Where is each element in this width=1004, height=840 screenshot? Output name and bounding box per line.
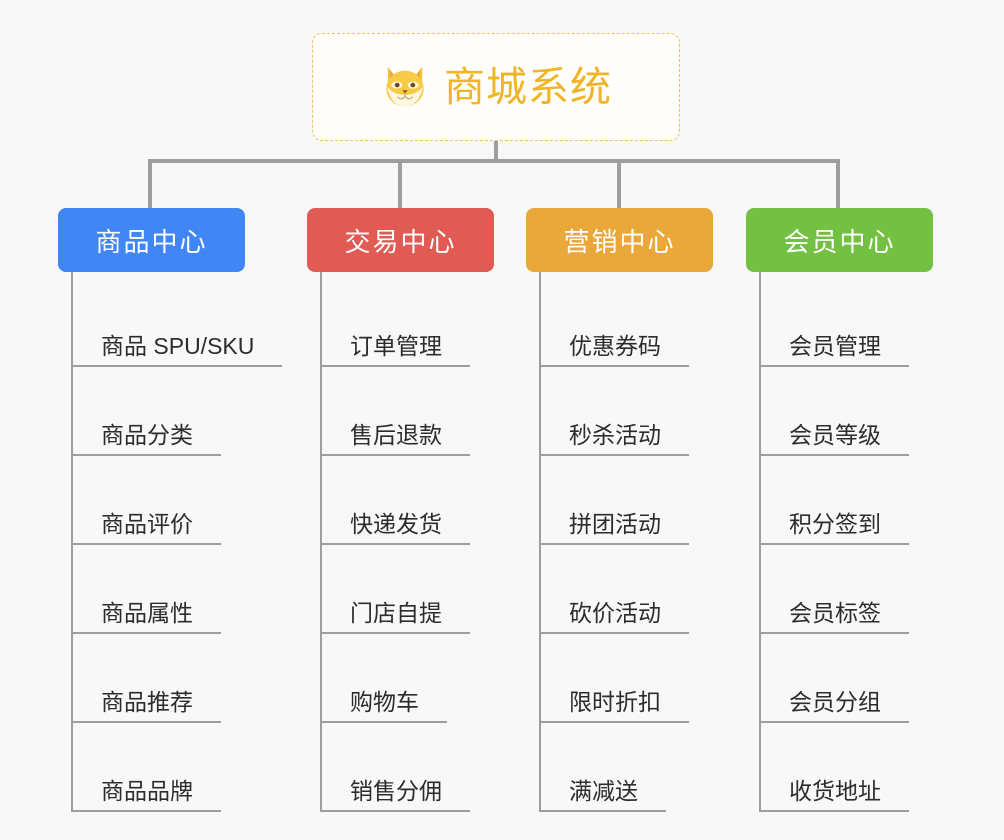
list-item[interactable]: 优惠券码: [541, 278, 713, 367]
leaf-label: 门店自提: [322, 600, 470, 634]
leaf-label: 商品属性: [73, 600, 221, 634]
connector-drop-2: [398, 159, 402, 209]
leaf-label: 积分签到: [761, 511, 909, 545]
category-header-3[interactable]: 营销中心: [526, 208, 713, 272]
list-item[interactable]: 售后退款: [322, 367, 494, 456]
list-item[interactable]: 商品属性: [73, 545, 245, 634]
leaf-label: 拼团活动: [541, 511, 689, 545]
connector-horizontal-bar: [148, 159, 840, 163]
category-header-1[interactable]: 商品中心: [58, 208, 245, 272]
leaf-label: 购物车: [322, 689, 447, 723]
list-item[interactable]: 商品推荐: [73, 634, 245, 723]
list-item[interactable]: 拼团活动: [541, 456, 713, 545]
leaf-label: 收货地址: [761, 778, 909, 812]
leaf-label: 砍价活动: [541, 600, 689, 634]
list-item[interactable]: 商品分类: [73, 367, 245, 456]
leaf-label: 限时折扣: [541, 689, 689, 723]
list-item[interactable]: 收货地址: [761, 723, 933, 812]
leaf-label: 商品评价: [73, 511, 221, 545]
list-item[interactable]: 会员分组: [761, 634, 933, 723]
category-column-2: 交易中心 订单管理 售后退款 快递发货 门店自提 购物车 销售分佣: [307, 208, 494, 812]
leaf-label: 商品分类: [73, 422, 221, 456]
list-item[interactable]: 商品评价: [73, 456, 245, 545]
list-item[interactable]: 商品品牌: [73, 723, 245, 812]
leaf-label: 商品 SPU/SKU: [73, 333, 283, 367]
category-header-4[interactable]: 会员中心: [746, 208, 933, 272]
connector-drop-1: [148, 159, 152, 209]
shiba-dog-face-icon: [386, 66, 424, 109]
connector-drop-3: [617, 159, 621, 209]
leaf-list-3: 优惠券码 秒杀活动 拼团活动 砍价活动 限时折扣 满减送: [539, 272, 713, 812]
leaf-label: 会员管理: [761, 333, 909, 367]
leaf-label: 会员分组: [761, 689, 909, 723]
list-item[interactable]: 砍价活动: [541, 545, 713, 634]
list-item[interactable]: 会员管理: [761, 278, 933, 367]
list-item[interactable]: 秒杀活动: [541, 367, 713, 456]
leaf-label: 优惠券码: [541, 333, 689, 367]
category-column-1: 商品中心 商品 SPU/SKU 商品分类 商品评价 商品属性 商品推荐 商品品牌: [58, 208, 283, 812]
leaf-label: 秒杀活动: [541, 422, 689, 456]
leaf-label: 满减送: [541, 778, 666, 812]
connector-root-stem: [494, 141, 498, 162]
list-item[interactable]: 快递发货: [322, 456, 494, 545]
connector-drop-4: [836, 159, 840, 209]
list-item[interactable]: 积分签到: [761, 456, 933, 545]
leaf-label: 销售分佣: [322, 778, 470, 812]
list-item[interactable]: 购物车: [322, 634, 494, 723]
list-item[interactable]: 销售分佣: [322, 723, 494, 812]
leaf-list-1: 商品 SPU/SKU 商品分类 商品评价 商品属性 商品推荐 商品品牌: [71, 272, 283, 812]
leaf-label: 会员标签: [761, 600, 909, 634]
list-item[interactable]: 门店自提: [322, 545, 494, 634]
leaf-label: 售后退款: [322, 422, 470, 456]
leaf-list-2: 订单管理 售后退款 快递发货 门店自提 购物车 销售分佣: [320, 272, 494, 812]
list-item[interactable]: 满减送: [541, 723, 713, 812]
category-column-3: 营销中心 优惠券码 秒杀活动 拼团活动 砍价活动 限时折扣 满减送: [526, 208, 713, 812]
leaf-label: 快递发货: [322, 511, 470, 545]
leaf-label: 订单管理: [322, 333, 470, 367]
root-title: 商城系统: [444, 63, 612, 110]
list-item[interactable]: 限时折扣: [541, 634, 713, 723]
category-header-2[interactable]: 交易中心: [307, 208, 494, 272]
leaf-label: 会员等级: [761, 422, 909, 456]
list-item[interactable]: 商品 SPU/SKU: [73, 278, 283, 367]
leaf-label: 商品推荐: [73, 689, 221, 723]
list-item[interactable]: 订单管理: [322, 278, 494, 367]
category-column-4: 会员中心 会员管理 会员等级 积分签到 会员标签 会员分组 收货地址: [746, 208, 933, 812]
root-node[interactable]: 商城系统: [312, 33, 680, 141]
leaf-label: 商品品牌: [73, 778, 221, 812]
list-item[interactable]: 会员等级: [761, 367, 933, 456]
list-item[interactable]: 会员标签: [761, 545, 933, 634]
leaf-list-4: 会员管理 会员等级 积分签到 会员标签 会员分组 收货地址: [759, 272, 933, 812]
